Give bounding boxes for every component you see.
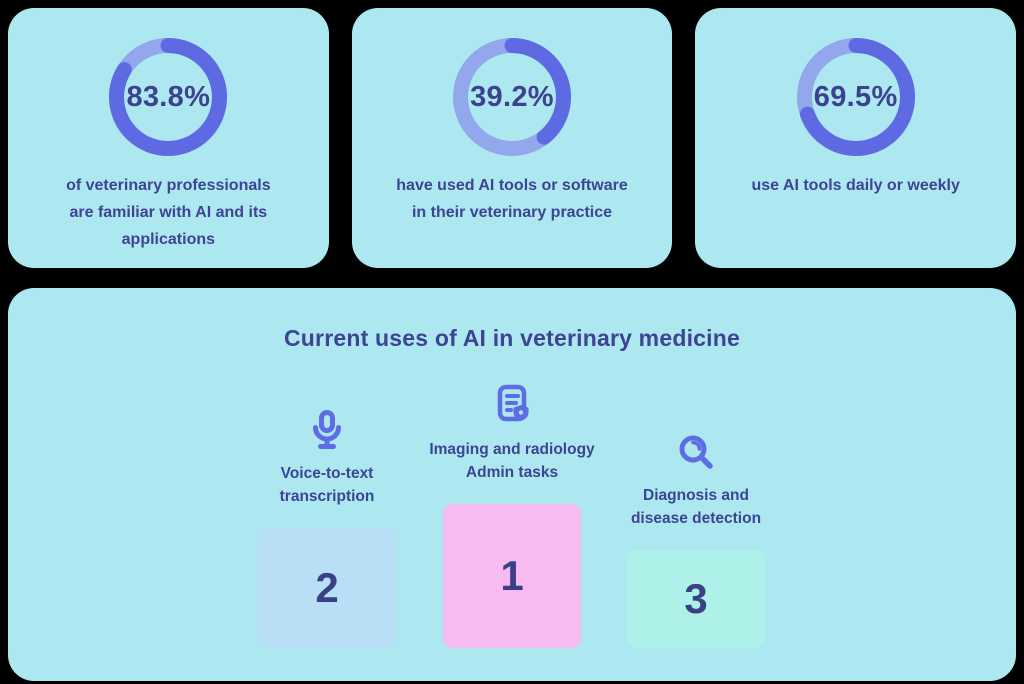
donut-value: 39.2% (470, 80, 554, 113)
rank-number: 2 (315, 564, 339, 611)
rank-number: 3 (684, 575, 708, 622)
use-label: Imaging and radiology Admin tasks (429, 441, 595, 481)
document-shield-icon (490, 382, 534, 431)
rank-box: 1 (443, 504, 581, 648)
donut-ring (796, 38, 915, 156)
stat-cards-row: 83.8% of veterinary professionals are fa… (8, 8, 1017, 268)
rank-box: 3 (627, 550, 765, 648)
use-label: Voice-to-text transcription (279, 465, 375, 505)
use-label: Diagnosis and disease detection (630, 487, 762, 527)
donut-chart-familiarity: 83.8% (109, 38, 228, 156)
uses-panel: Current uses of AI in veterinary medicin… (8, 288, 1016, 681)
search-icon (676, 432, 716, 477)
podium-item-imaging-admin: Imaging and radiology Admin tasks 1 (412, 382, 612, 648)
donut-value: 83.8% (126, 80, 211, 113)
donut-ring (109, 38, 228, 156)
stat-description: use AI tools daily or weekly (751, 177, 960, 194)
donut-chart-frequency: 69.5% (796, 38, 915, 156)
donut-value: 69.5% (813, 80, 898, 113)
panel-title: Current uses of AI in veterinary medicin… (284, 325, 740, 351)
rank-box: 2 (258, 528, 396, 648)
microphone-icon (311, 410, 343, 455)
donut-chart-usage: 39.2% (453, 38, 571, 156)
stat-description: have used AI tools or software in their … (396, 177, 628, 222)
donut-ring (453, 38, 571, 156)
stat-card-frequency: 69.5% use AI tools daily or weekly (695, 8, 1017, 268)
stat-card-usage: 39.2% have used AI tools or software in … (351, 8, 673, 268)
stat-card-familiarity: 83.8% of veterinary professionals are fa… (8, 8, 329, 268)
podium-item-voice-to-text: Voice-to-text transcription 2 (227, 410, 427, 648)
podium-item-diagnosis: Diagnosis and disease detection 3 (596, 432, 796, 648)
rank-number: 1 (500, 552, 524, 599)
stat-description: of veterinary professionals are familiar… (66, 177, 271, 249)
